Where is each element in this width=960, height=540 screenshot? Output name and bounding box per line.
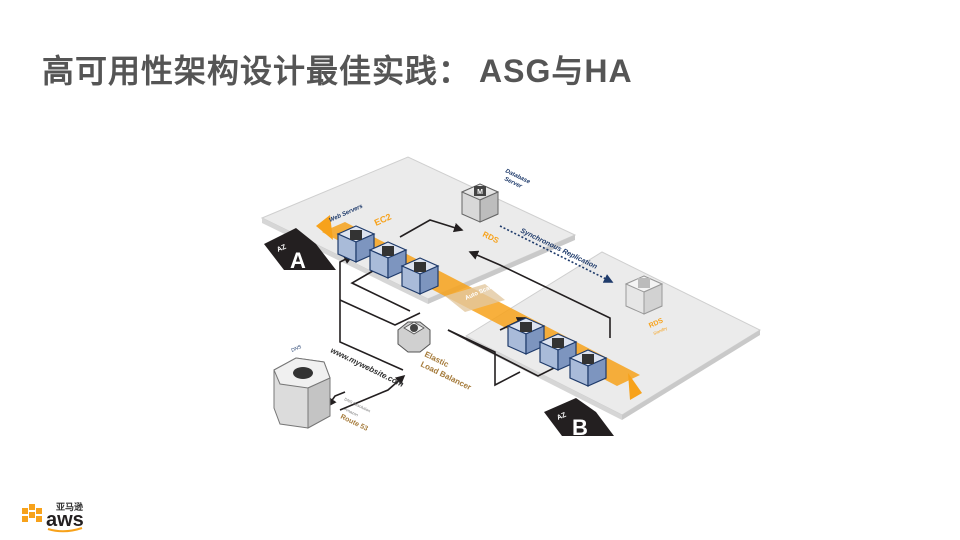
route53-icon: [273, 357, 331, 429]
ec2-instance: [368, 241, 408, 279]
dns-label: DNS: [290, 344, 303, 354]
aws-logo: aws: [22, 504, 84, 533]
zone-b-prefix: AZ: [556, 411, 568, 421]
ec2-instance: [568, 349, 608, 387]
standby-database-icon: [624, 275, 664, 315]
connection-lines: [327, 219, 611, 411]
load-balancer-icon: [397, 321, 431, 353]
aws-brand-cn: 亚马逊: [56, 502, 84, 512]
ec2-instance: [400, 257, 440, 295]
replication-line: [499, 225, 614, 283]
slide-title: 高可用性架构设计最佳实践：ASG与HA: [42, 46, 633, 92]
aws-cubes-icon: [22, 504, 42, 522]
aws-wordmark: aws: [46, 509, 84, 531]
ec2-instance: [336, 225, 376, 263]
website-label: www.mywebsite.com: [329, 346, 405, 389]
zone-a-prefix: AZ: [276, 243, 288, 253]
slide-title-suffix: ASG与HA: [479, 53, 633, 89]
route53-label: Route 53: [339, 414, 369, 433]
rds-standby-sub: Standby: [652, 325, 667, 336]
ec2-instance: [506, 317, 546, 355]
zone-b-letter: B: [572, 415, 588, 440]
zone-b-platform: [464, 251, 762, 420]
route53-sub: Amazon: [344, 406, 359, 417]
zone-b-badge: AZ B: [544, 398, 614, 440]
db-icon-letter: M: [477, 189, 483, 196]
ec2-instance: [538, 333, 578, 371]
zone-a-badge: AZ A: [264, 228, 336, 273]
slide-title-main: 高可用性架构设计最佳实践：: [42, 53, 472, 89]
zone-a-letter: A: [290, 248, 306, 273]
database-server-icon: M: [460, 183, 500, 223]
